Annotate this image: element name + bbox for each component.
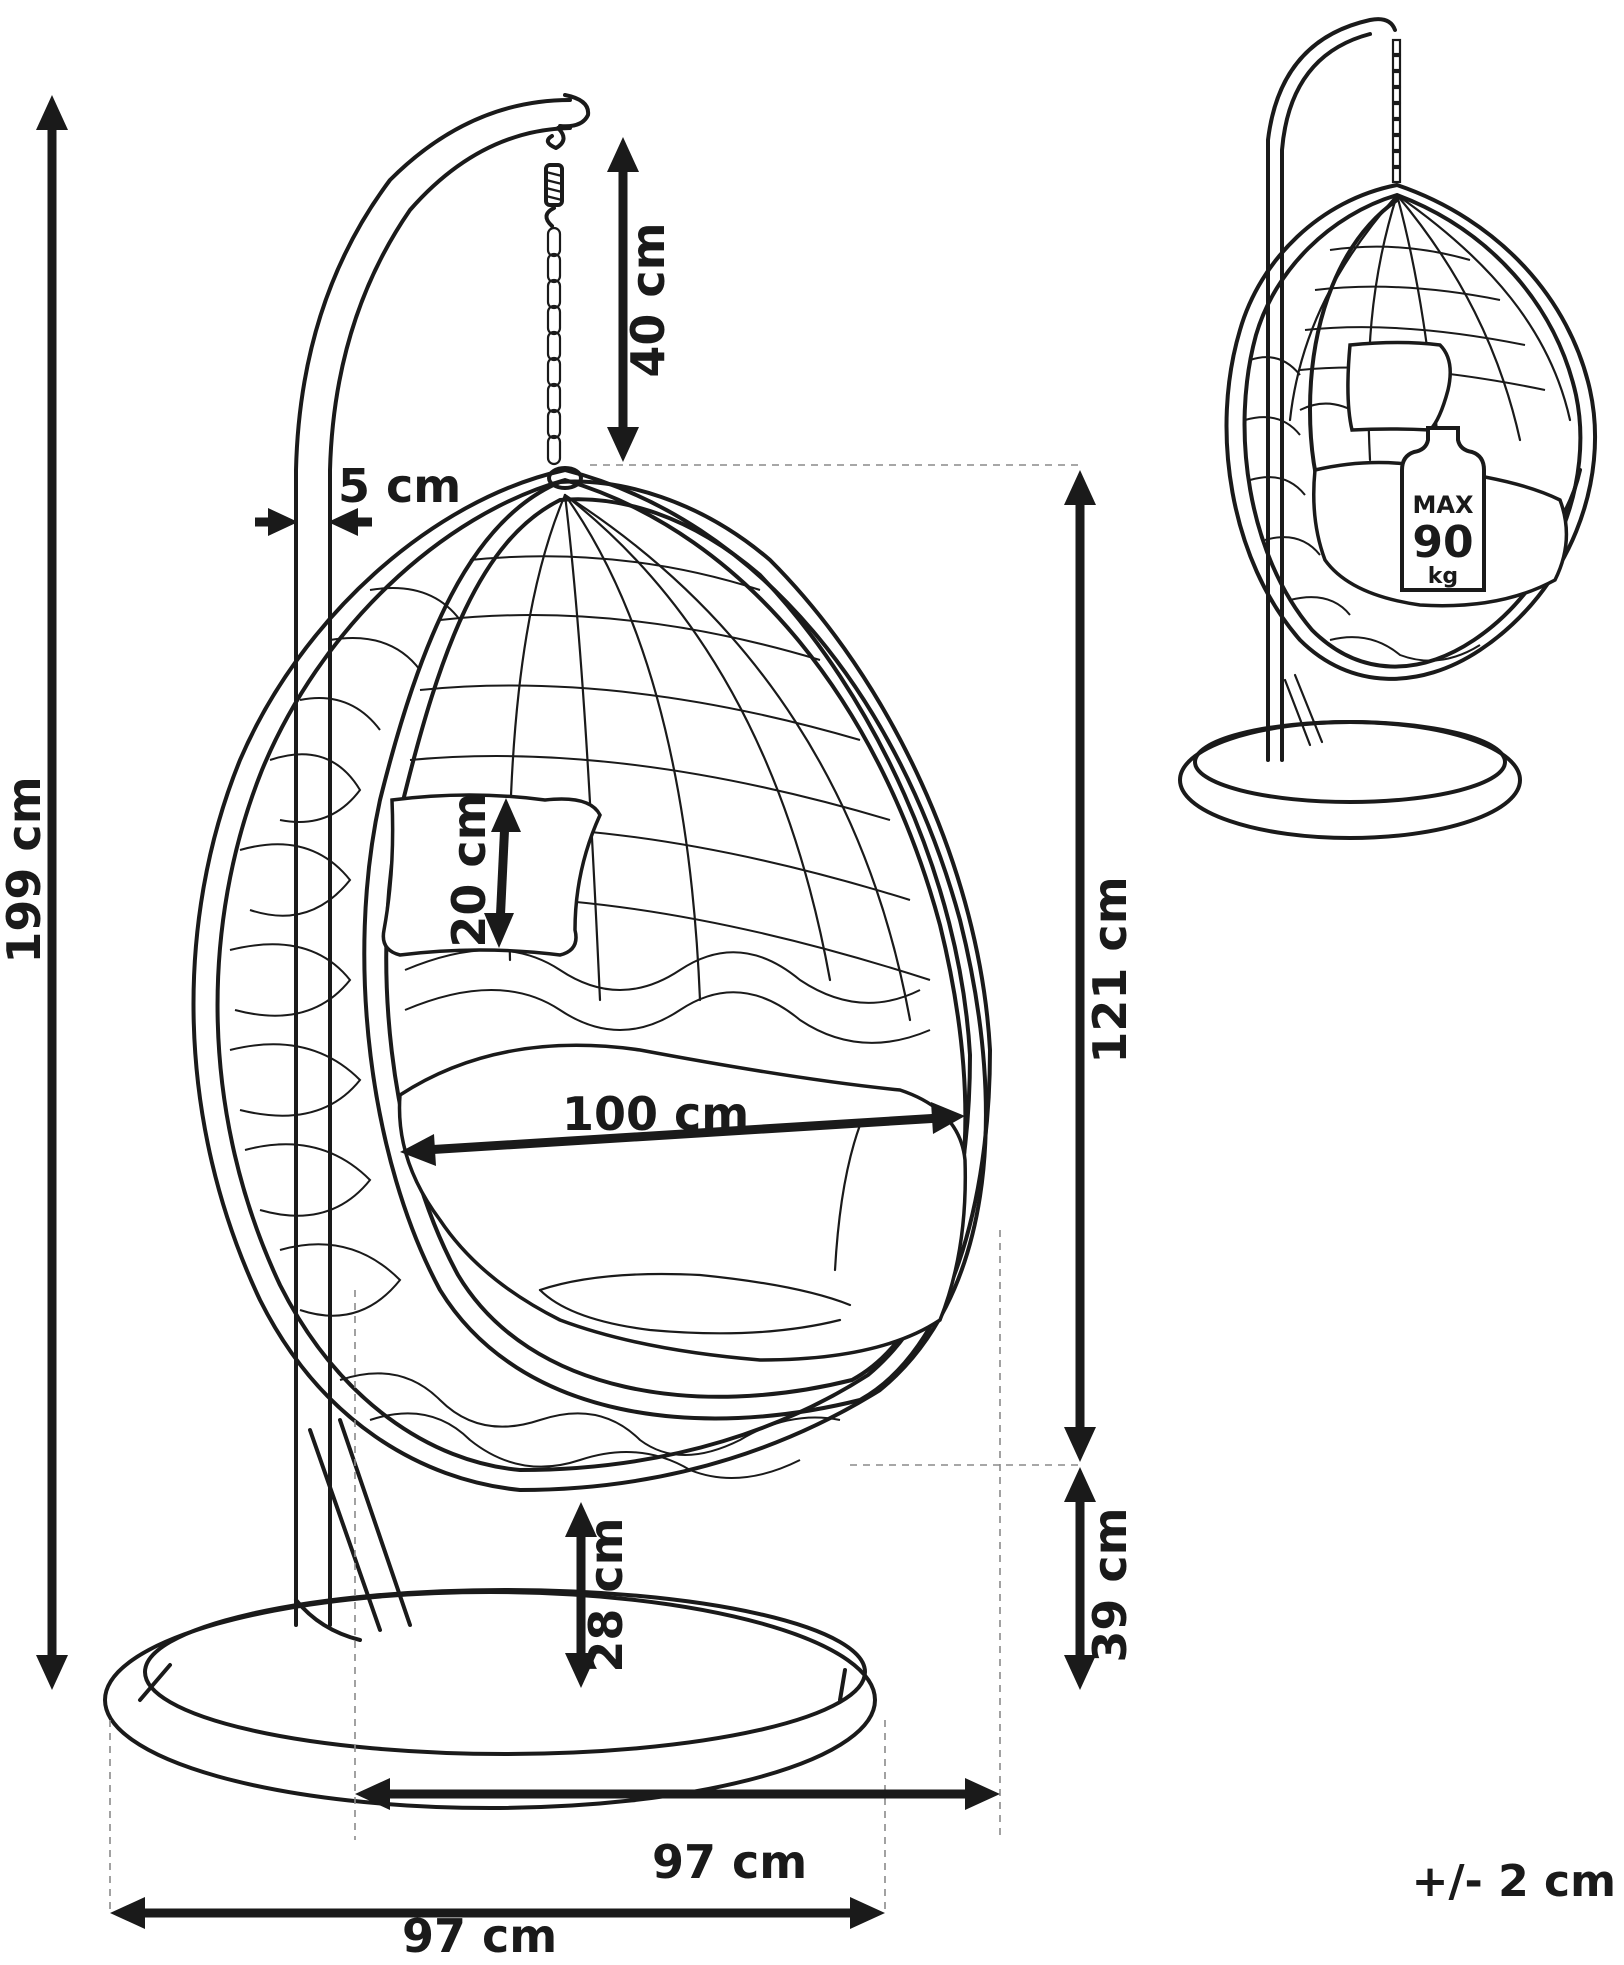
pillow-height-label: 20 cm [442, 792, 496, 947]
chain-length-label: 40 cm [621, 222, 675, 377]
weight-unit: kg [1428, 564, 1458, 589]
seat-width-label: 100 cm [562, 1087, 749, 1141]
total-height-label: 199 cm [0, 776, 51, 963]
stand-pole [294, 93, 591, 1642]
weight-max-label: MAX [1413, 491, 1474, 519]
hanging-chain [544, 126, 583, 490]
weight-limit-icon: MAX 90 kg [1400, 426, 1486, 592]
seat-to-base-label: 28 cm [579, 1517, 633, 1672]
chain-length-arrow [607, 137, 639, 462]
clearance-arrow [1064, 1467, 1096, 1690]
pole-thickness-arrows [255, 508, 372, 536]
pillow-height-arrow [484, 798, 521, 948]
depth-label: 97 cm [652, 1835, 807, 1889]
pole-thickness-label: 5 cm [338, 459, 461, 513]
basket-height-label: 121 cm [1083, 876, 1137, 1063]
stand-base [103, 1588, 877, 1810]
main-chair-illustration [103, 93, 992, 1810]
seat-width-arrow [400, 1102, 965, 1166]
clearance-label: 39 cm [1083, 1507, 1137, 1662]
base-diameter-label: 97 cm [402, 1909, 557, 1960]
total-height-arrow [36, 95, 68, 1690]
weight-value: 90 [1412, 517, 1473, 568]
egg-basket [191, 468, 992, 1492]
tolerance-note: +/- 2 cm [1412, 1856, 1616, 1907]
seat-to-base-arrow [565, 1502, 597, 1688]
depth-arrow [355, 1778, 1000, 1810]
dimension-arrows [36, 95, 1096, 1929]
base-diameter-arrow [110, 1897, 885, 1929]
dimension-guides [109, 464, 1080, 1910]
thumbnail-chair-illustration: MAX 90 kg [1178, 17, 1598, 840]
basket-height-arrow [1064, 470, 1096, 1462]
